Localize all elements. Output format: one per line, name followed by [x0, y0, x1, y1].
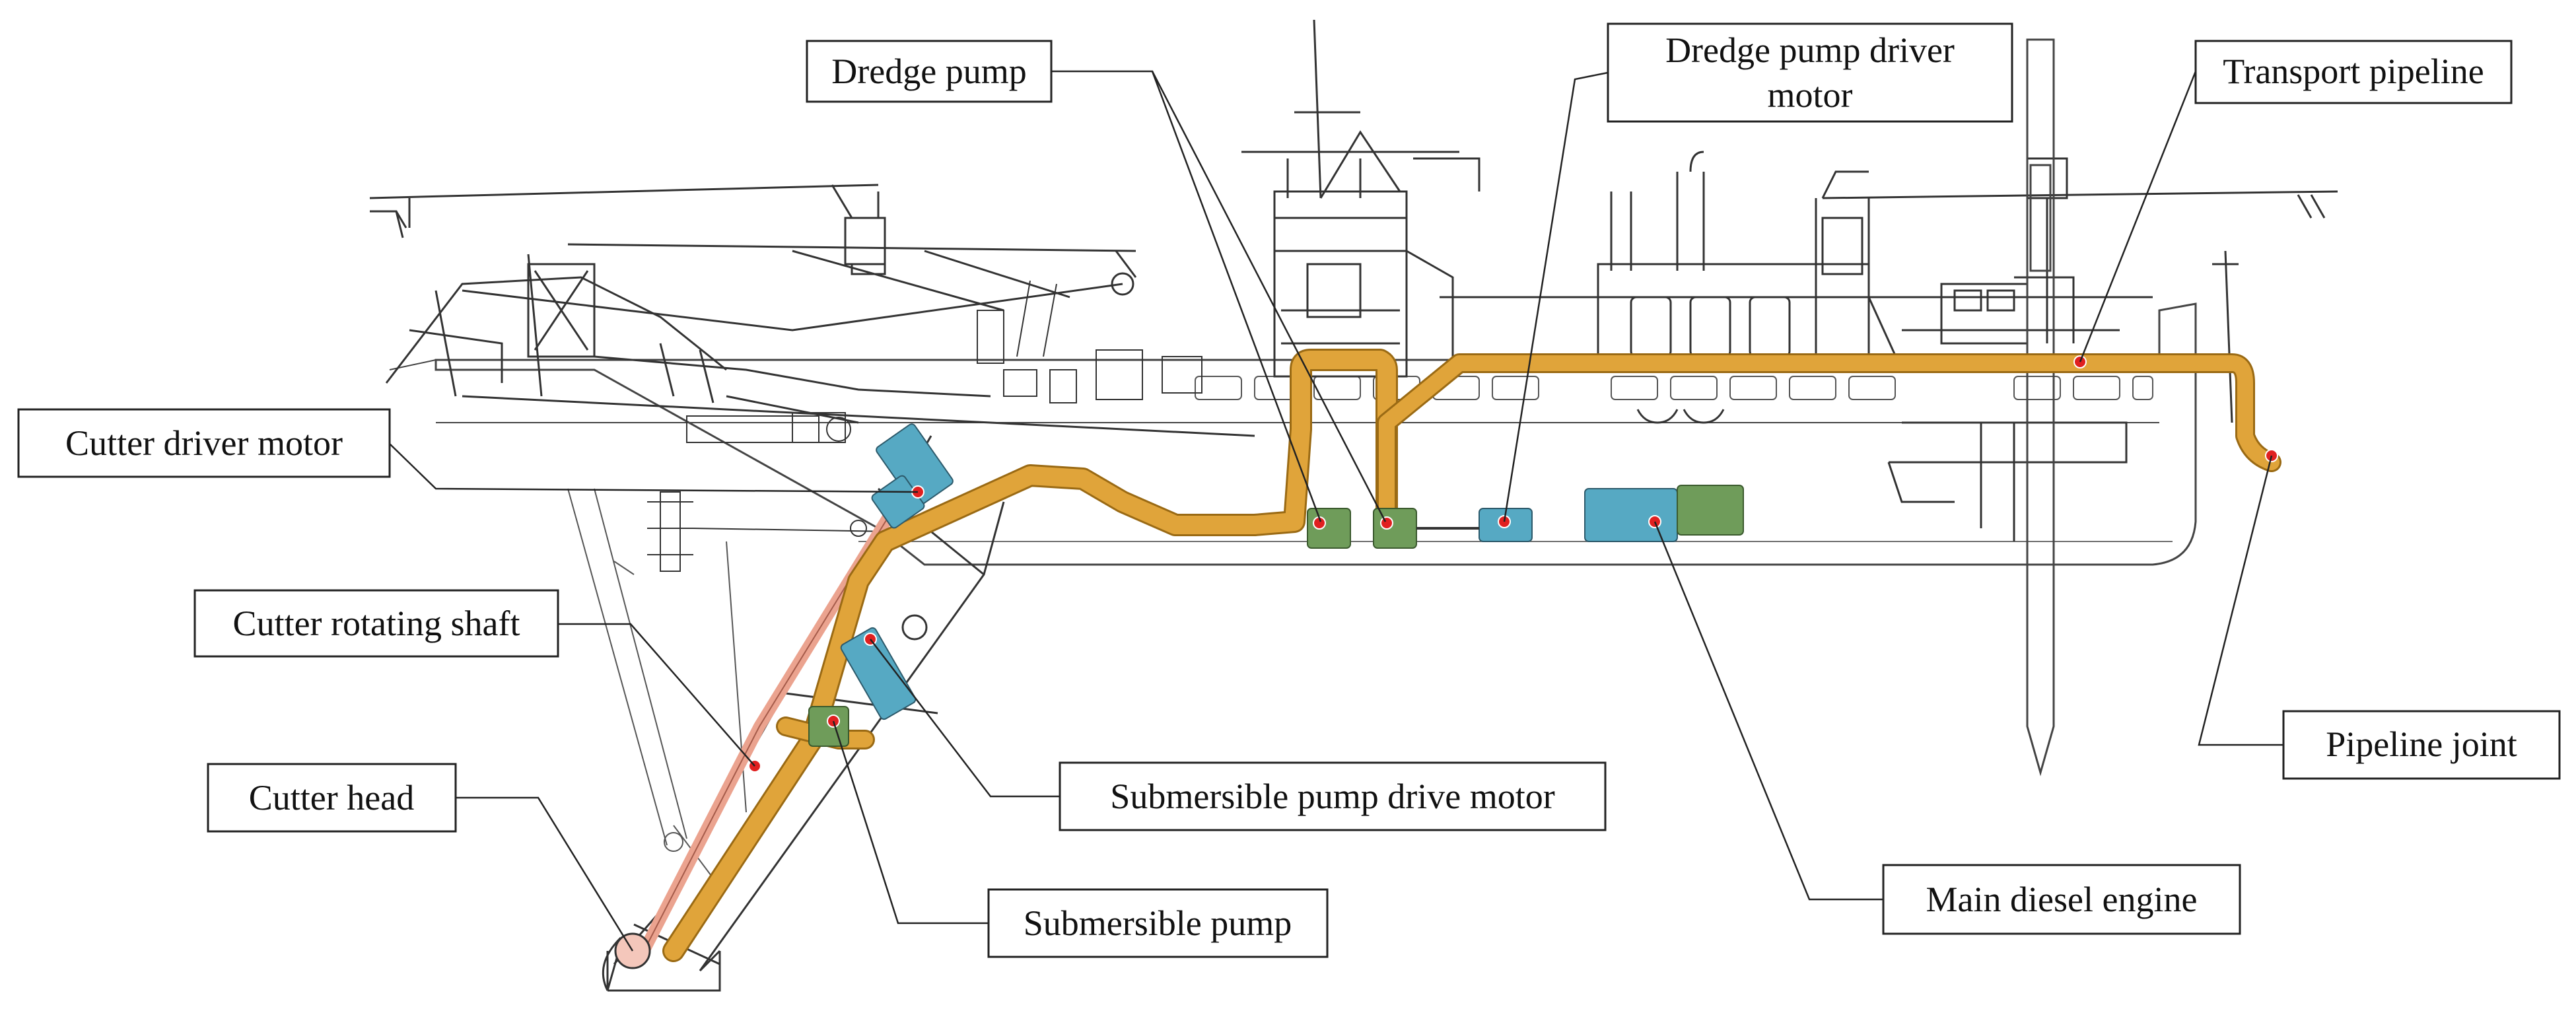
- marker-dredge-pump-2: [1380, 516, 1393, 530]
- label-boxes: [17, 22, 2561, 958]
- cutter-head-box: [207, 763, 457, 833]
- aft-mast: [2212, 250, 2239, 423]
- label-cutter-head: Cutter head: [249, 778, 414, 818]
- label-cutter-driver-motor: Cutter driver motor: [65, 423, 343, 463]
- transport-pipeline-box: [2194, 40, 2513, 104]
- label-submersible-pump-drive-motor: Submersible pump drive motor: [1110, 777, 1554, 816]
- label-dredge-pump-driver-motor-1: Dredge pump driver: [1665, 30, 1955, 70]
- label-pipeline-joint: Pipeline joint: [2326, 724, 2517, 764]
- midship-structures: [1440, 151, 2153, 424]
- dredge-pump-driver-motor-box: [1607, 22, 2013, 123]
- label-text: Dredge pump Dredge pump driver motor Tra…: [65, 30, 2517, 943]
- bridge: [1241, 19, 1599, 378]
- aft-crane: [1821, 170, 2338, 275]
- label-main-diesel-engine: Main diesel engine: [1926, 880, 2198, 919]
- pipeline-joint-box: [2282, 710, 2561, 780]
- hull: [389, 302, 2197, 566]
- ladder-guides: [567, 488, 747, 879]
- submersible-pump-drive-motor-box: [1059, 761, 1607, 831]
- cutter-rotating-shaft-box: [193, 589, 559, 658]
- spud-pole: [2026, 38, 2055, 777]
- dredge-pump-box: [806, 40, 1053, 103]
- label-dredge-pump-driver-motor-2: motor: [1768, 75, 1853, 115]
- label-dredge-pump: Dredge pump: [831, 52, 1026, 91]
- label-submersible-pump: Submersible pump: [1024, 903, 1292, 943]
- machinery: [808, 423, 1744, 747]
- fore-machinery: [647, 280, 1202, 572]
- deck-windows: [1195, 376, 2153, 400]
- submersible-pump-box: [987, 888, 1329, 958]
- label-transport-pipeline: Transport pipeline: [2223, 52, 2484, 91]
- cutter-driver-motor-box: [17, 408, 391, 478]
- leader-lines: [389, 70, 2283, 952]
- aft-deck: [1887, 157, 2128, 541]
- dredge-pipeline: [662, 349, 2281, 962]
- main-diesel-engine-box: [1882, 864, 2241, 935]
- fore-crane: [369, 184, 886, 275]
- label-cutter-rotating-shaft: Cutter rotating shaft: [233, 604, 520, 643]
- fore-gantry: [385, 243, 1255, 437]
